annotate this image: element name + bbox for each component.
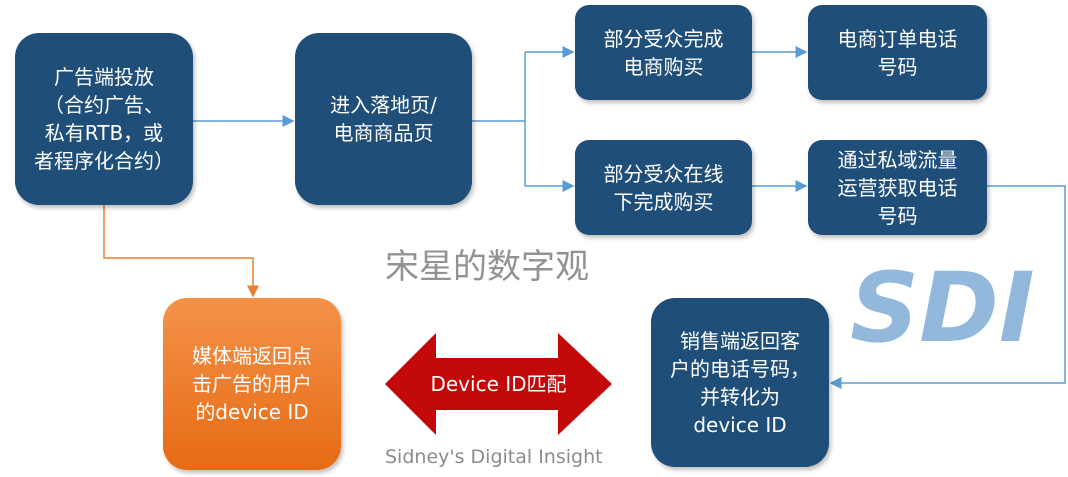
landing-page-box: 进入落地页/ 电商商品页: [295, 33, 472, 205]
offline-purchase-box: 部分受众在线 下完成购买: [575, 140, 752, 235]
connector-private-to-sales: [829, 185, 1066, 389]
sales-return-box: 销售端返回客 户的电话号码， 并转化为 device ID: [651, 298, 829, 467]
media-return-box: 媒体端返回点 击广告的用户 的device ID: [163, 298, 341, 470]
online-purchase-box: 部分受众完成 电商购买: [575, 5, 752, 100]
private-traffic-phone-box: 通过私域流量 运营获取电话 号码: [808, 140, 987, 235]
device-id-match-label: Device ID匹配: [430, 372, 567, 396]
connector-landing-split: [472, 52, 526, 186]
ad-delivery-box: 广告端投放 （合约广告、 私有RTB，或 者程序化合约）: [15, 33, 193, 205]
connector-ad-to-media: [103, 205, 259, 298]
ecom-phone-box: 电商订单电话 号码: [808, 5, 987, 100]
